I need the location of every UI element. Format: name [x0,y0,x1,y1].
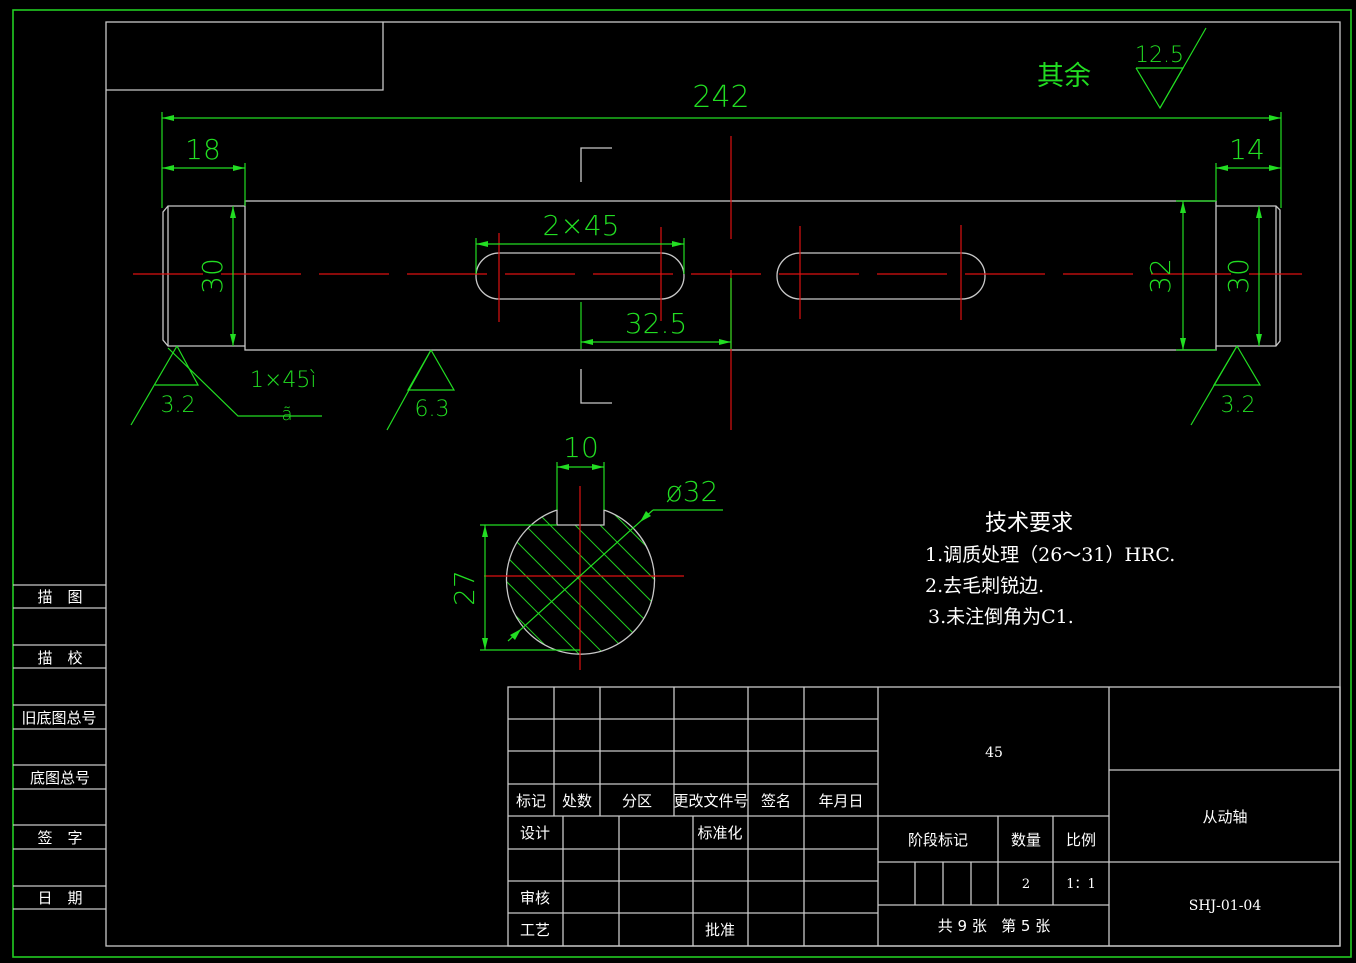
quantity-value: 2 [1022,877,1030,892]
scale-value: 1：1 [1066,877,1096,892]
shaft-front-view [162,147,1281,404]
dim-overall-length-text: 242 [692,80,749,115]
chamfer-note-text: 1×45ì [250,368,317,393]
side-row-signature: 签 字 [37,829,82,847]
keyway-left [475,252,685,300]
side-row-trace: 描 图 [37,588,82,606]
roughness-general-value: 12.5 [1135,43,1184,68]
dim-left-journal-dia-text: 30 [196,258,229,294]
dim-left-step-text: 18 [185,133,221,166]
label-approve: 批准 [705,921,735,939]
tech-req-heading: 技术要求 [985,511,1073,536]
general-roughness: 其余 12.5 [1037,27,1207,110]
tech-req-item-1: 1.调质处理（26～31）HRC. [925,544,1175,566]
rev-header-count: 处数 [562,792,592,810]
dim-section-depth-text: 27 [448,570,481,606]
roughness-right-journal: 3.2 [1190,345,1262,426]
label-design: 设计 [520,824,550,842]
rev-header-signature: 签名 [761,792,791,810]
keyway-right [776,252,986,300]
material-value: 45 [985,745,1003,761]
outer-border [12,9,1352,958]
label-standardization: 标准化 [697,824,742,842]
rev-header-zone: 分区 [622,792,652,810]
tech-req-item-2: 2.去毛刺锐边. [925,575,1044,597]
roughness-symbol-icon [1135,67,1185,110]
tech-req-item-3: 3.未注倒角为C1. [928,606,1074,628]
label-scale: 比例 [1066,831,1096,849]
dim-right-body-dia: 32 [1144,200,1216,351]
side-row-trace-check: 描 校 [37,649,82,667]
sheet-info: 共 9 张 第 5 张 [938,917,1050,935]
dim-key-width-text: 10 [563,431,599,464]
chamfer-leader: 1×45ì ã [167,347,322,425]
roughness-left-journal-text: 3.2 [161,393,196,418]
label-quantity: 数量 [1011,831,1041,849]
side-row-base-number: 底图总号 [30,769,90,787]
rev-header-date: 年月日 [818,792,863,810]
roughness-shaft-body: 6.3 [386,349,456,431]
section-mark-bottom [580,369,612,404]
roughness-right-journal-text: 3.2 [1221,393,1256,418]
side-block: 描 图 描 校 旧底图总号 底图总号 签 字 日 期 [13,584,106,910]
side-row-date: 日 期 [37,889,82,907]
dim-right-journal-dia-text: 30 [1222,258,1255,294]
dim-keyway-offset: 32.5 [580,278,732,349]
label-stage-mark: 阶段标记 [908,831,968,849]
label-process: 工艺 [520,921,550,939]
rev-header-mark: 标记 [516,792,546,810]
dim-right-step: 14 [1215,133,1281,201]
dim-section-diameter-text: ø32 [666,475,719,508]
dim-keyway-spec: 2×45 [475,209,685,274]
top-left-box [106,22,384,91]
label-review: 审核 [520,889,550,907]
rev-header-change-doc: 更改文件号 [673,792,748,810]
dim-overall-length: 242 [161,80,1282,208]
drawing-number: SHJ-01-04 [1189,898,1262,914]
section-view: 10 ø32 27 [448,431,723,670]
dim-keyway-spec-text: 2×45 [543,209,620,242]
roughness-shaft-body-text: 6.3 [415,397,450,422]
part-title: 从动轴 [1202,808,1247,826]
roughness-general-label: 其余 [1037,61,1091,92]
side-row-old-base-number: 旧底图总号 [21,709,96,727]
chamfer-note-sub-text: ã [281,404,292,425]
dim-right-step-text: 14 [1229,133,1265,166]
dim-left-journal-dia: 30 [196,206,236,346]
technical-requirements: 技术要求 1.调质处理（26～31）HRC. 2.去毛刺锐边. 3.未注倒角为C… [925,511,1175,628]
dim-left-step: 18 [162,133,246,206]
dim-right-body-dia-text: 32 [1144,258,1177,294]
roughness-left-journal: 3.2 [130,345,200,426]
section-mark-top [580,147,612,182]
dim-keyway-offset-text: 32.5 [625,307,687,340]
title-block: 标记 处数 分区 更改文件号 签名 年月日 设计 标准化 审核 工艺 批准 45… [507,686,1341,947]
dim-right-journal-dia: 30 [1222,206,1262,346]
centerlines [133,136,1302,430]
